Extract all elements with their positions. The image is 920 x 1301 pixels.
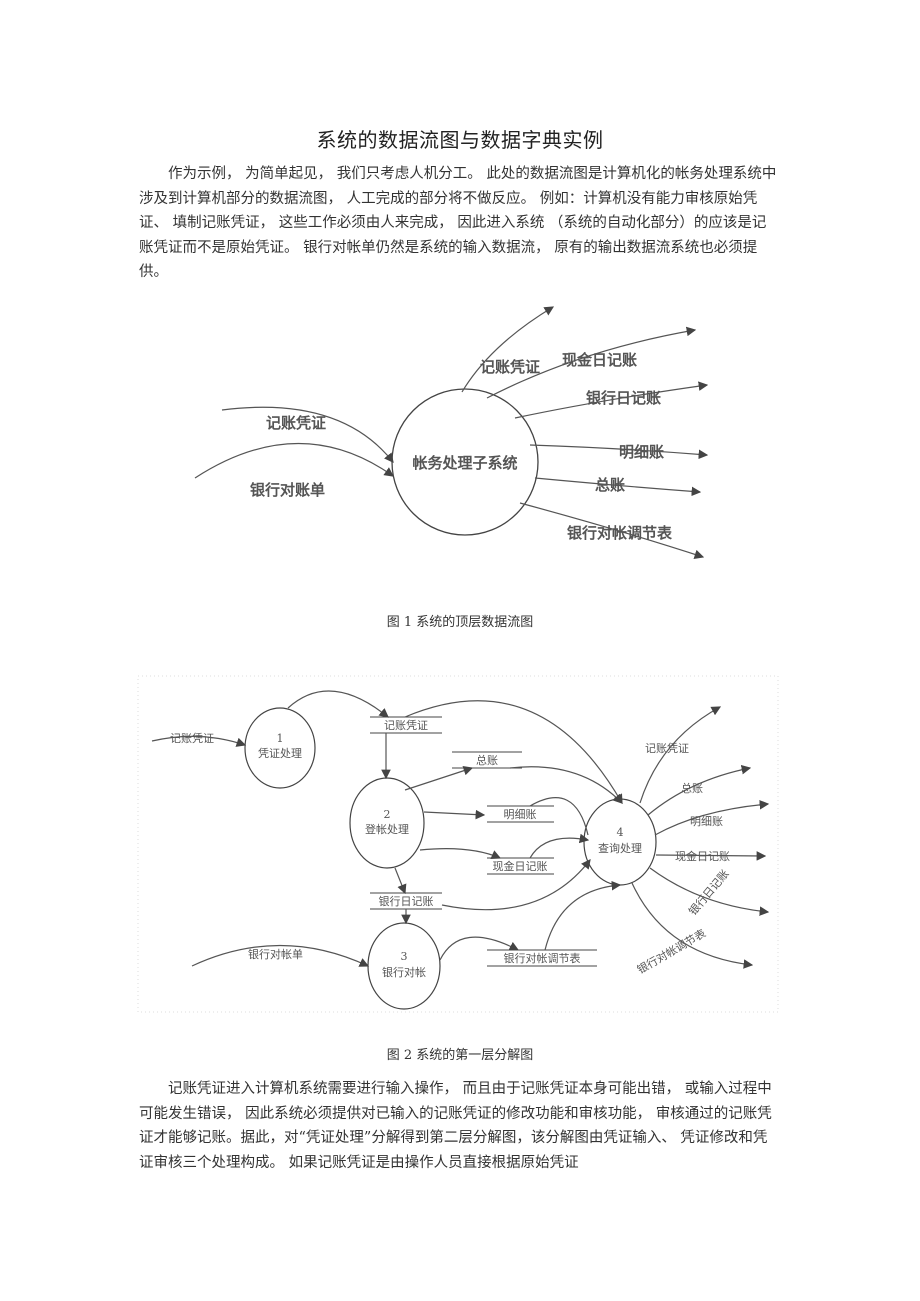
- output-flow: [534, 477, 702, 497]
- output-flow: [461, 306, 555, 393]
- figure2-caption: 图 2 系统的第一层分解图: [386, 1048, 534, 1063]
- output-flow: [514, 381, 709, 419]
- input-label: 记账凭证: [170, 731, 214, 745]
- input-flow: [221, 406, 394, 463]
- output-label: 银行对帐调节表: [567, 524, 673, 542]
- process-name: 凭证处理: [258, 746, 302, 760]
- input-flow: [194, 442, 394, 479]
- output-label: 明细账: [619, 443, 664, 461]
- output-flow: [529, 444, 709, 460]
- data-store: 银行对帐调节表: [487, 949, 597, 967]
- data-store: 总账: [452, 751, 522, 769]
- process-name: 查询处理: [598, 841, 642, 855]
- input-label: 银行对账单: [250, 481, 325, 499]
- data-store: 明细账: [487, 805, 554, 823]
- process-number: 1: [277, 732, 284, 745]
- store-label: 明细账: [504, 808, 537, 821]
- store-label: 银行对帐调节表: [504, 951, 581, 965]
- process-circle-1: [244, 707, 316, 789]
- process-name: 登帐处理: [365, 822, 409, 836]
- data-store: 记账凭证: [370, 716, 442, 734]
- data-store: 现金日记账: [487, 857, 554, 875]
- store-label: 总账: [476, 753, 498, 767]
- body-paragraph: 记账凭证进入计算机系统需要进行输入操作， 而且由于记账凭证本身可能出错， 或输入…: [139, 1081, 772, 1171]
- figure1-diagram: 帐务处理子系统 记账凭证 银行对账单 记账凭证 现金日记账 银行日记账 明细账 …: [194, 306, 709, 559]
- data-store: 银行日记账: [370, 892, 442, 910]
- process-number: 3: [401, 950, 408, 963]
- intro-paragraph: 作为示例， 为简单起见， 我们只考虑人机分工。 此处的数据流图是计算机化的帐务处…: [139, 166, 777, 280]
- store-label: 现金日记账: [493, 859, 548, 873]
- figure2-diagram: 1 凭证处理 2 登帐处理 3 银行对帐 4 查询处理 记账凭证 总账 明细账 …: [137, 675, 779, 1013]
- output-label: 明细账: [690, 815, 723, 828]
- output-label: 银行日记账: [586, 389, 661, 407]
- output-flow: [519, 502, 705, 559]
- output-label: 记账凭证: [645, 741, 689, 755]
- process-name: 银行对帐: [382, 965, 426, 979]
- input-label: 记账凭证: [266, 414, 326, 432]
- output-label: 总账: [595, 476, 625, 494]
- document-title: 系统的数据流图与数据字典实例: [316, 128, 604, 152]
- process-label: 帐务处理子系统: [412, 454, 517, 472]
- input-label: 银行对帐单: [248, 947, 303, 961]
- process-number: 2: [384, 808, 391, 821]
- process-number: 4: [617, 826, 624, 839]
- output-label: 总账: [681, 781, 703, 795]
- store-label: 记账凭证: [384, 718, 428, 732]
- output-label: 现金日记账: [562, 351, 637, 369]
- store-label: 银行日记账: [379, 894, 434, 908]
- output-label: 记账凭证: [480, 358, 540, 376]
- output-flow: [486, 326, 697, 399]
- figure1-caption: 图 1 系统的顶层数据流图: [386, 615, 534, 630]
- output-label: 现金日记账: [675, 849, 730, 863]
